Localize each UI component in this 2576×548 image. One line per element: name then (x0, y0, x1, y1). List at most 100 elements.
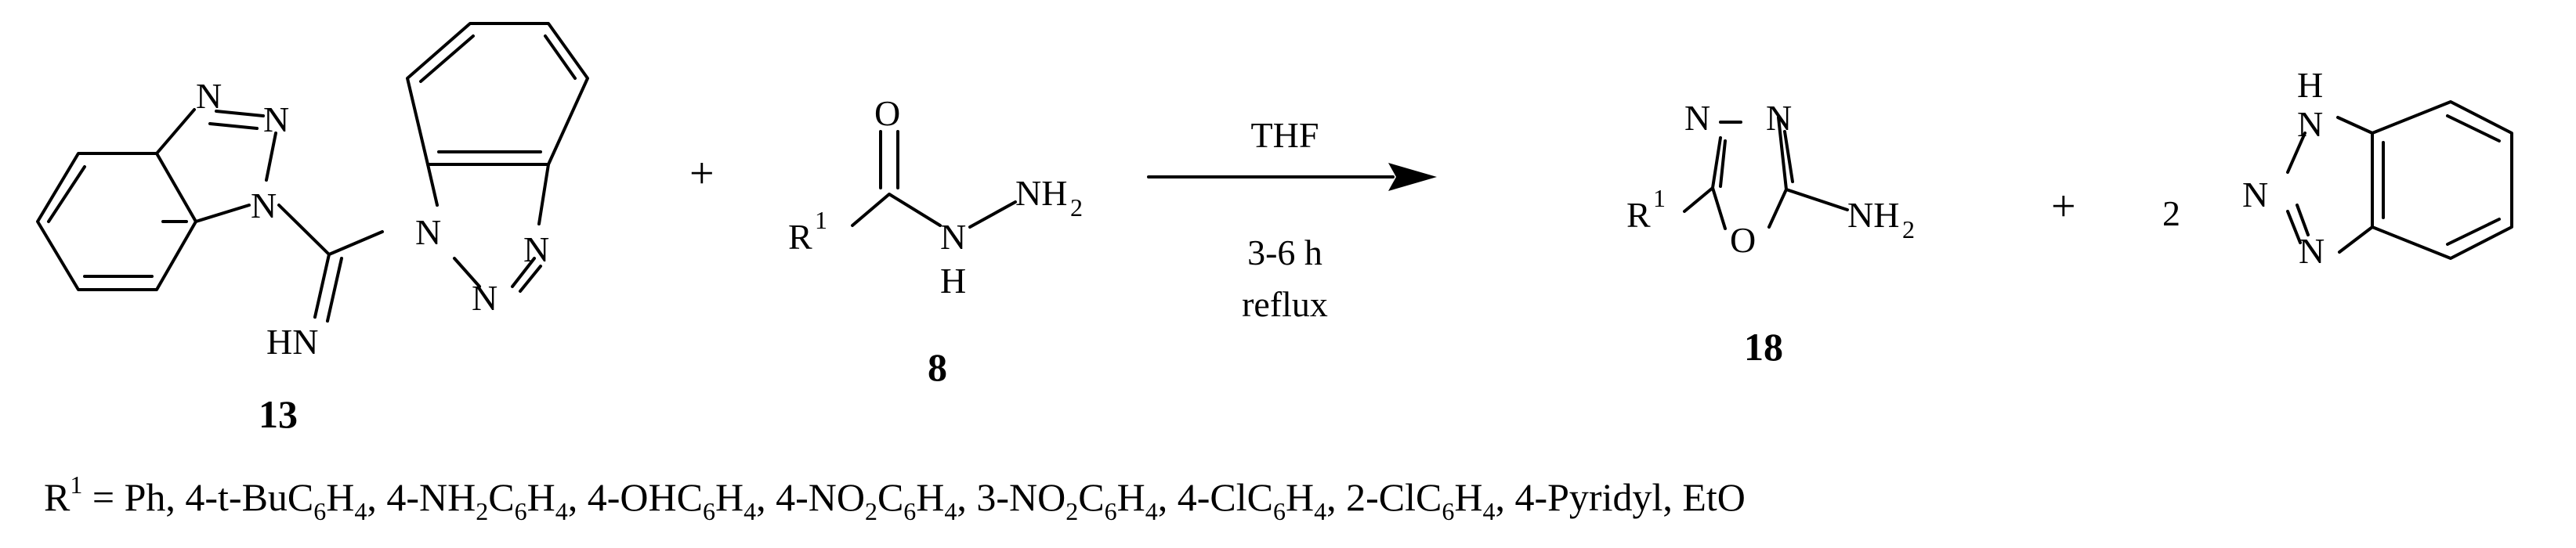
substituent-8-part-2: 6 (1442, 497, 1454, 525)
bt-triazole-bonds (2286, 116, 2374, 254)
substituent-7-part-1: 4-ClC (1178, 475, 1273, 519)
substituent-r-symbol: R (44, 475, 71, 519)
benzotriazole-product: 2 H N N N (2162, 65, 2513, 271)
plus-sign-1: + (689, 150, 715, 198)
substituent-6-part-2: 2 (1065, 497, 1078, 525)
substituent-5-part-1: 4-NO (776, 475, 865, 519)
substituent-6-part-5: H (1117, 475, 1145, 519)
c13-right-benzene-ring (406, 22, 589, 166)
substituent-separator: , (1326, 475, 1346, 519)
substituent-list: Ph, 4-t-BuC6H4, 4-NH2C6H4, 4-OHC6H4, 4-N… (125, 475, 1746, 525)
substituent-separator: , (756, 475, 776, 519)
c8-atom-nh2-sub: 2 (1070, 193, 1083, 222)
substituent-3-part-3: C (488, 475, 514, 519)
substituent-6-part-6: 4 (1145, 497, 1158, 525)
compound-8: O R 1 N H NH 2 8 (788, 93, 1083, 389)
substituent-2-part-2: 6 (313, 497, 326, 525)
substituent-separator: , (568, 475, 588, 519)
c8-atom-r-sup: 1 (815, 206, 827, 234)
substituent-separator: , (957, 475, 976, 519)
c13-right-triazole-bonds (426, 163, 550, 293)
c8-atom-h: H (940, 261, 966, 301)
substituent-r-sup: 1 (70, 470, 82, 499)
arrow-head (1388, 163, 1437, 191)
substituent-equals: = (82, 475, 124, 519)
substituent-5-part-5: H (916, 475, 944, 519)
c18-substituent-bonds (1683, 186, 1849, 213)
substituent-2-part-1: 4-t-BuC (185, 475, 313, 519)
substituent-7-part-3: H (1286, 475, 1314, 519)
c18-atom-n-left: N (1684, 98, 1710, 138)
substituent-separator: , (165, 475, 185, 519)
c18-atom-r: R (1626, 195, 1651, 235)
c18-atom-nh2: NH (1847, 195, 1899, 235)
substituent-3-part-5: H (527, 475, 555, 519)
c13-imine-label: HN (266, 322, 318, 362)
substituent-5-part-2: 2 (865, 497, 877, 525)
condition-temperature: reflux (1242, 284, 1328, 324)
substituent-6-part-1: 3-NO (976, 475, 1065, 519)
substituent-6-part-4: 6 (1105, 497, 1117, 525)
c8-bonds (851, 130, 1017, 229)
c13-atom-n3: N (251, 186, 277, 225)
substituent-4-part-3: H (715, 475, 743, 519)
substituent-3-part-2: 2 (476, 497, 488, 525)
substituent-3-part-6: 4 (555, 497, 568, 525)
substituent-7-part-2: 6 (1273, 497, 1286, 525)
compound-13: N N N N N N HN 13 (36, 22, 589, 436)
substituent-9-part-1: 4-Pyridyl (1514, 475, 1662, 519)
substituent-5-part-6: 4 (944, 497, 957, 525)
substituent-4-part-4: 4 (743, 497, 756, 525)
c8-atom-nh2: NH (1015, 173, 1067, 213)
bt-benzene-inner-bonds (2382, 114, 2501, 246)
substituent-separator: , (1495, 475, 1514, 519)
substituent-1-part-1: Ph (125, 475, 166, 519)
bt-atom-n-mid: N (2242, 175, 2268, 215)
c18-atom-r-sup: 1 (1653, 184, 1666, 212)
compound-13-number: 13 (259, 392, 298, 436)
compound-8-number: 8 (928, 345, 947, 389)
c13-atom-n4: N (415, 212, 441, 252)
substituent-separator: , (1158, 475, 1178, 519)
substituent-6-part-3: C (1078, 475, 1104, 519)
c13-atom-n6: N (523, 229, 549, 269)
substituent-2-part-3: H (326, 475, 354, 519)
substituent-5-part-4: 6 (903, 497, 916, 525)
substituent-separator: , (367, 475, 386, 519)
c13-atom-n1: N (196, 76, 222, 116)
c8-atom-o: O (874, 93, 900, 133)
compound-18: N N O R 1 NH 2 18 (1626, 98, 1915, 369)
compound-18-number: 18 (1744, 325, 1783, 369)
c13-atom-n5: N (472, 278, 497, 318)
substituent-8-part-3: H (1454, 475, 1482, 519)
bt-atom-nh: N (2297, 104, 2323, 144)
c13-left-benzene-inner-bonds (47, 165, 188, 278)
c13-atom-n2: N (263, 99, 289, 139)
substituent-definition: R1 = Ph, 4-t-BuC6H4, 4-NH2C6H4, 4-OHC6H4… (44, 470, 1746, 525)
c18-atom-nh2-sub: 2 (1902, 215, 1915, 243)
c18-atom-o: O (1730, 220, 1756, 260)
c13-right-benzene-inner-bonds (419, 34, 577, 153)
substituent-3-part-1: 4-NH (386, 475, 476, 519)
substituent-7-part-4: 4 (1314, 497, 1326, 525)
plus-sign-2: + (2051, 182, 2076, 231)
substituent-4-part-1: 4-OHC (588, 475, 703, 519)
substituent-2-part-4: 4 (354, 497, 367, 525)
benzotriazole-coefficient: 2 (2162, 193, 2180, 233)
bt-atom-n-bottom: N (2299, 231, 2325, 271)
c8-atom-nh: N (940, 217, 966, 257)
reaction-arrow: THF 3-6 h reflux (1147, 115, 1437, 324)
condition-time: 3-6 h (1247, 233, 1322, 272)
c8-atom-r: R (788, 217, 812, 257)
substituent-8-part-1: 2-ClC (1346, 475, 1442, 519)
c13-central-bonds (277, 204, 384, 323)
bt-benzene-ring (2371, 100, 2513, 260)
substituent-3-part-4: 6 (515, 497, 527, 525)
c13-left-triazole-bonds (155, 108, 277, 223)
bt-atom-h: H (2297, 65, 2323, 105)
c18-atom-n-right: N (1766, 98, 1792, 138)
substituent-4-part-2: 6 (703, 497, 715, 525)
substituent-5-part-3: C (877, 475, 903, 519)
condition-solvent: THF (1251, 115, 1319, 155)
